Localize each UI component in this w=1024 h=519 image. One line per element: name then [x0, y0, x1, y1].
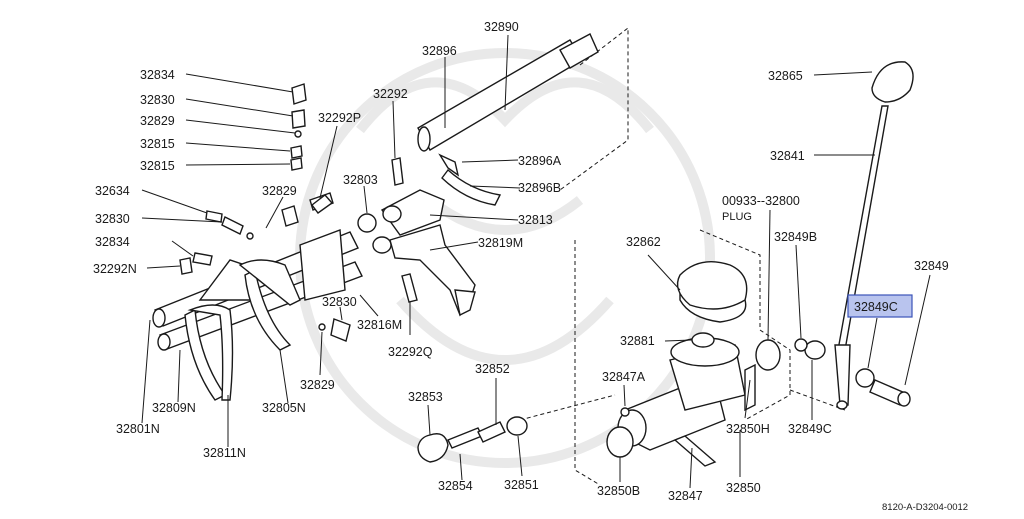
label-32829-c: 32829 [300, 378, 335, 392]
label-32854: 32854 [438, 479, 473, 493]
label-32292: 32292 [373, 87, 408, 101]
label-32292q: 32292Q [388, 345, 433, 359]
label-32841: 32841 [770, 149, 805, 163]
label-32896a: 32896A [518, 154, 562, 168]
label-32805n: 32805N [262, 401, 306, 415]
label-32852: 32852 [475, 362, 510, 376]
part-labels: 32834 32830 32829 32815 32815 32634 3283… [93, 20, 968, 513]
label-32847: 32847 [668, 489, 703, 503]
label-32850b: 32850B [597, 484, 640, 498]
label-32803: 32803 [343, 173, 378, 187]
shift-lever [794, 61, 914, 410]
label-32850h: 32850H [726, 422, 770, 436]
label-32850: 32850 [726, 481, 761, 495]
label-32851: 32851 [504, 478, 539, 492]
label-32809n: 32809N [152, 401, 196, 415]
shift-rod-assembly [152, 83, 418, 401]
label-32896: 32896 [422, 44, 457, 58]
label-32862: 32862 [626, 235, 661, 249]
label-32292p: 32292P [318, 111, 361, 125]
label-32801n: 32801N [116, 422, 160, 436]
label-32811n: 32811N [203, 446, 246, 460]
label-32830-c: 32830 [322, 295, 357, 309]
label-32849b: 32849B [774, 230, 817, 244]
label-32634: 32634 [95, 184, 130, 198]
highlighted-part-box[interactable] [847, 294, 913, 318]
label-32853: 32853 [408, 390, 443, 404]
select-shaft [417, 33, 599, 206]
label-plug: PLUG [722, 211, 752, 223]
leader-lines [141, 34, 931, 489]
lever-housing [417, 261, 781, 467]
label-32816m: 32816M [357, 318, 402, 332]
label-32815-a: 32815 [140, 137, 175, 151]
assembly-boundaries [519, 26, 846, 486]
label-32834-b: 32834 [95, 235, 130, 249]
label-32849c-2: 32849C [788, 422, 832, 436]
label-32829-b: 32829 [262, 184, 297, 198]
label-32813: 32813 [518, 213, 553, 227]
label-00933-32800: 00933--32800 [722, 194, 800, 208]
diagram-caption: 8120-A-D3204-0012 [882, 502, 968, 513]
label-32865: 32865 [768, 69, 803, 83]
label-32847a: 32847A [602, 370, 646, 384]
label-32830-b: 32830 [95, 212, 130, 226]
label-32815-b: 32815 [140, 159, 175, 173]
label-32890: 32890 [484, 20, 519, 34]
label-32292n: 32292N [93, 262, 137, 276]
label-32829-a: 32829 [140, 114, 175, 128]
label-32819m: 32819M [478, 236, 523, 250]
shift-head-assembly [357, 189, 476, 317]
label-32849: 32849 [914, 259, 949, 273]
label-32834-a: 32834 [140, 68, 175, 82]
label-32849c: 32849C [854, 300, 898, 314]
label-32830-a: 32830 [140, 93, 175, 107]
label-32896b: 32896B [518, 181, 561, 195]
label-32881: 32881 [620, 334, 655, 348]
